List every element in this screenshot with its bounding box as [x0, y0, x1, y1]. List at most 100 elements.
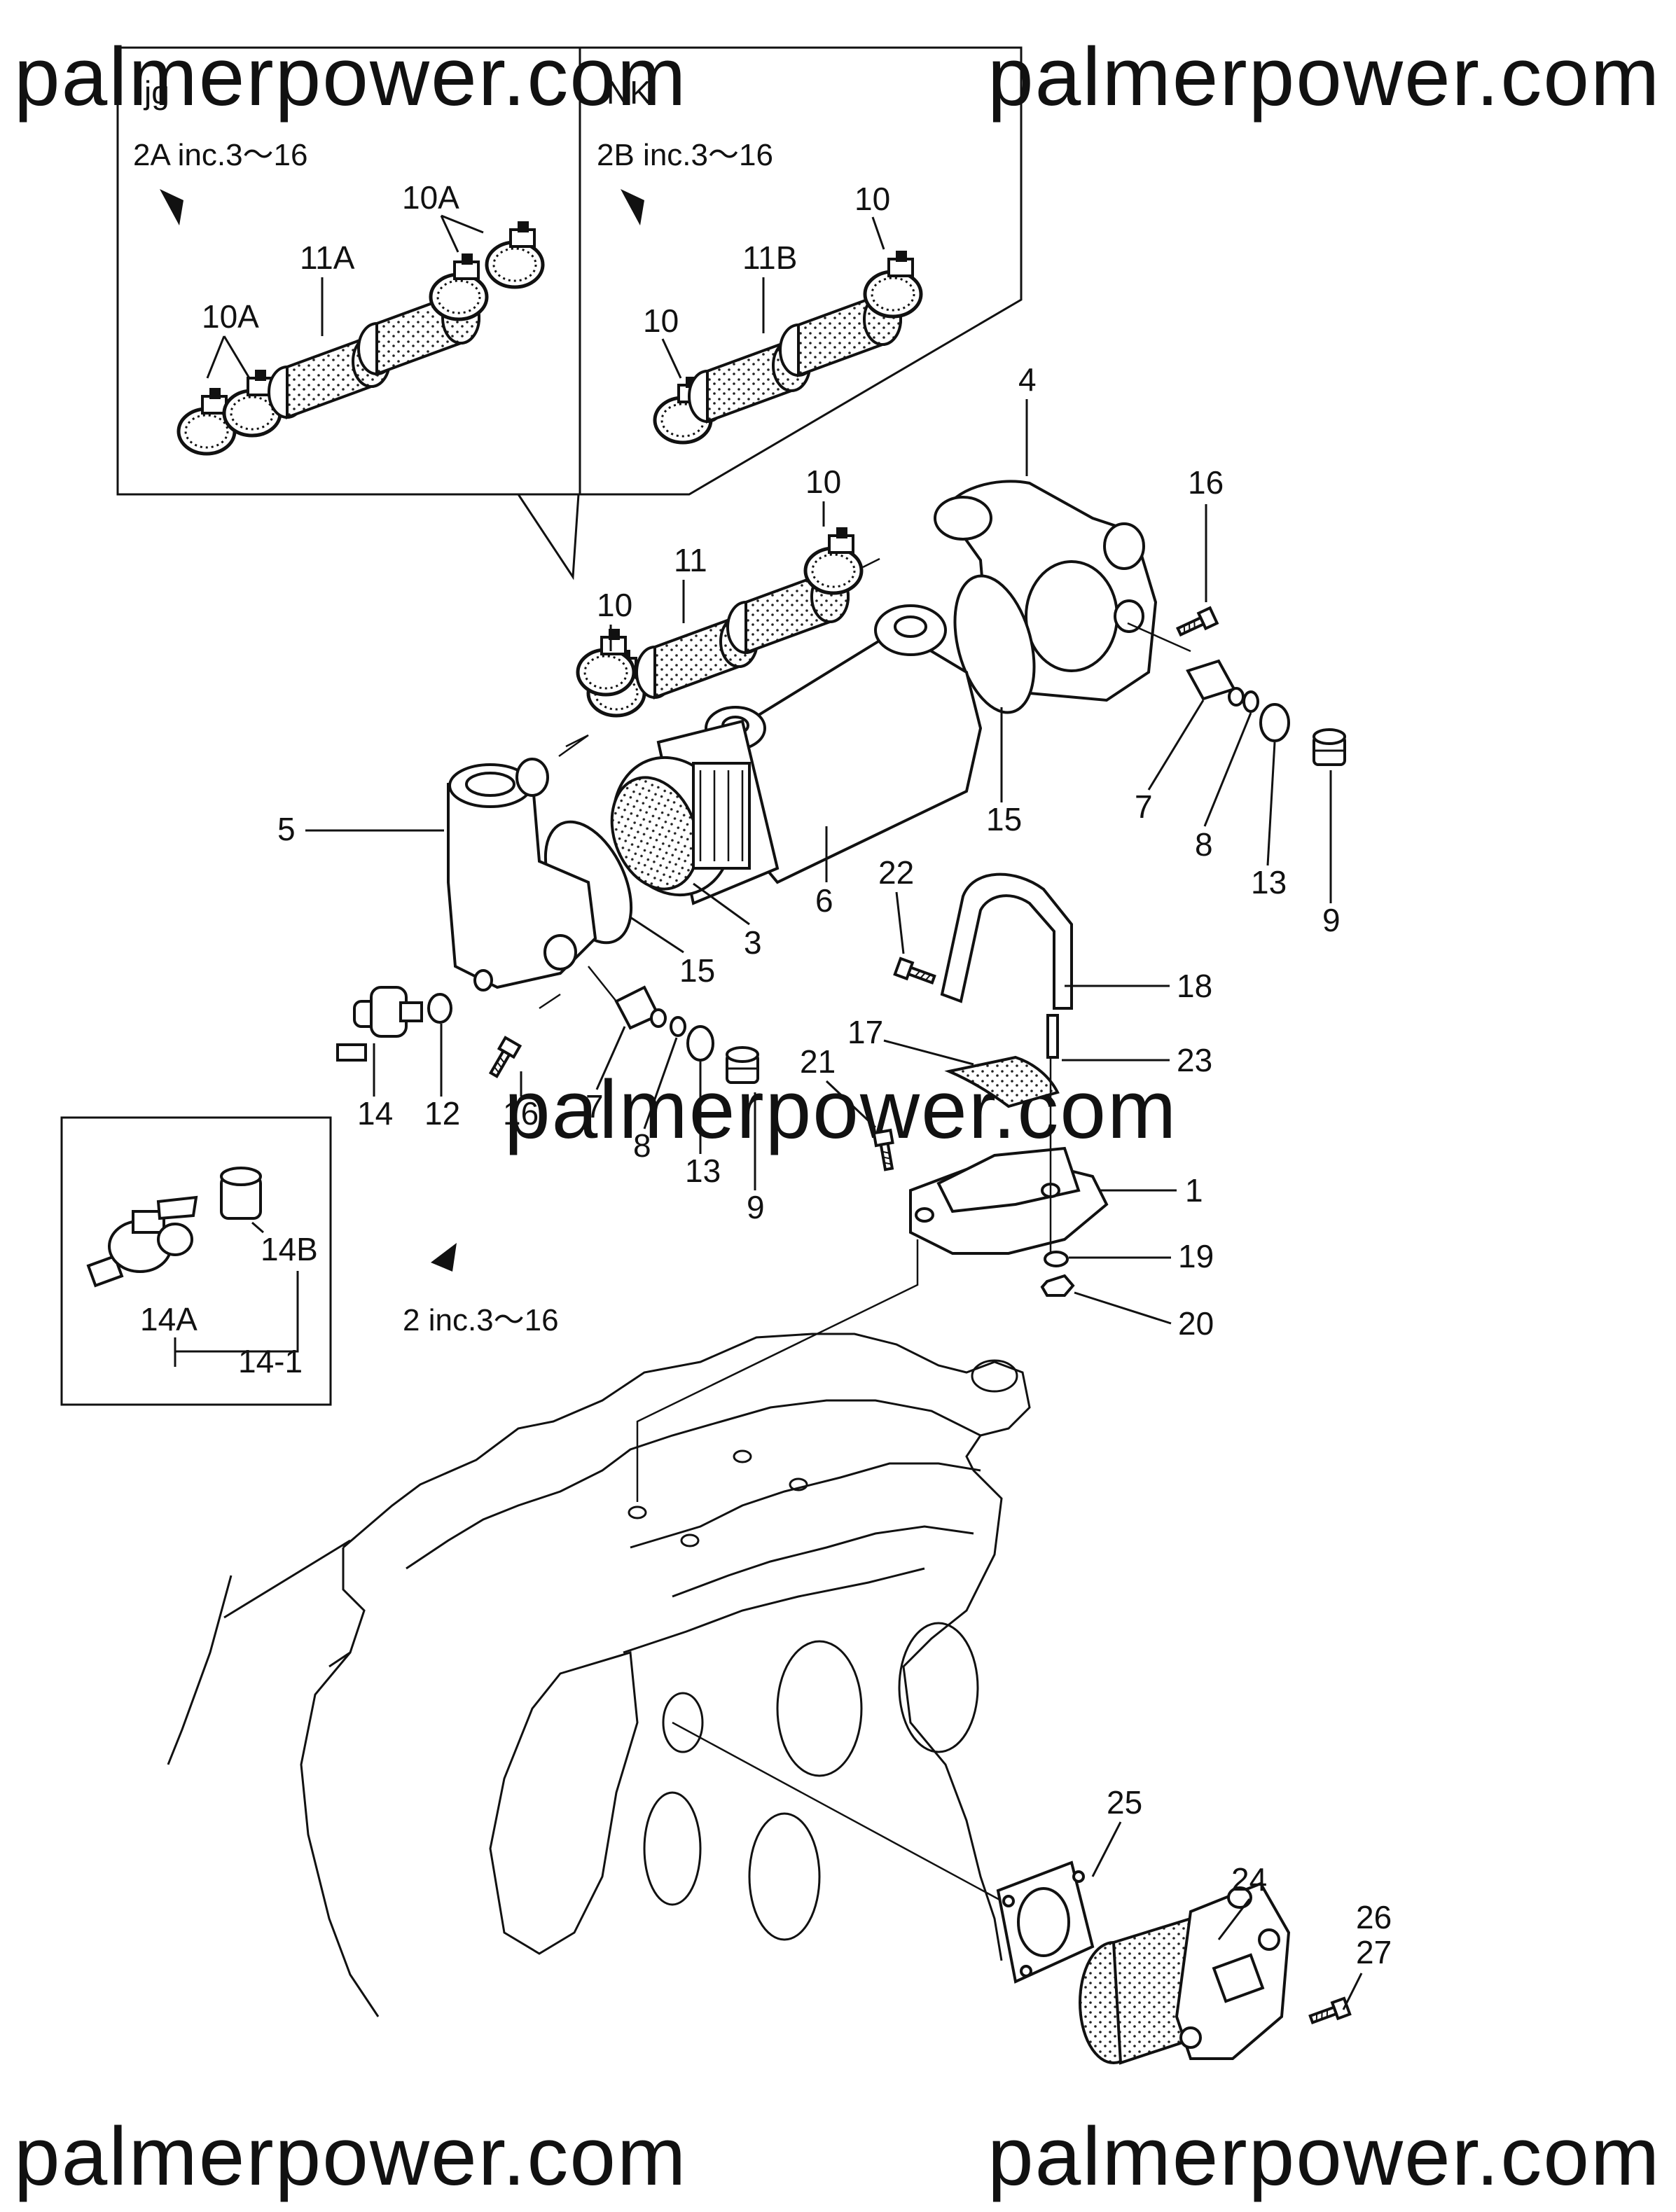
o-ring-15-upper	[953, 574, 1036, 714]
variant-code-nk: NK	[607, 74, 651, 111]
washer-12	[427, 993, 452, 1024]
callout-26: 26	[1356, 1899, 1392, 1935]
adapter-14b	[220, 1167, 262, 1220]
leader-10a-lower	[206, 335, 251, 379]
callout-23: 23	[1177, 1042, 1212, 1078]
plug-9-lower	[726, 1046, 759, 1084]
heat-exchanger-assembly	[336, 480, 1346, 1084]
callout-20: 20	[1178, 1305, 1214, 1342]
watermark-top-right: palmerpower.com	[988, 31, 1661, 123]
washer-8-upper	[1242, 690, 1259, 713]
hose-assembly-11a	[179, 221, 543, 454]
variant-inset-frame	[116, 46, 1023, 580]
nut-20	[1040, 1274, 1075, 1297]
callout-7-lower: 7	[586, 1088, 604, 1125]
pump-24	[1079, 1881, 1291, 2065]
drain-valve-14a	[86, 1195, 198, 1288]
callout-16-lower: 16	[503, 1095, 539, 1132]
callout-13-lower: 13	[685, 1153, 721, 1189]
pad-17	[944, 1055, 1060, 1108]
callout-8-upper: 8	[1195, 826, 1213, 863]
drain-cock-14	[336, 986, 423, 1062]
callout-24: 24	[1231, 1861, 1267, 1898]
mount-leader-line	[636, 1239, 919, 1502]
plate-leader-line	[672, 1721, 1009, 1906]
center-line-lower	[539, 966, 617, 1010]
hose-route-line	[558, 557, 880, 758]
label-11b: 11B	[742, 239, 797, 276]
gasket-13-upper	[1259, 703, 1290, 742]
callout-17: 17	[847, 1014, 883, 1050]
arrow-marker-icon	[160, 189, 183, 225]
callout-14: 14	[357, 1095, 393, 1132]
washer-8-lower	[670, 1016, 686, 1037]
label-10a-upper: 10A	[402, 179, 459, 216]
anode-7-upper	[1186, 659, 1245, 707]
label-14a: 14A	[140, 1301, 198, 1337]
strap-18	[940, 872, 1073, 1010]
watermark-middle: palmerpower.com	[504, 1064, 1177, 1156]
callout-11: 11	[674, 542, 707, 578]
hose-assembly-11b	[655, 251, 921, 443]
watermark-bottom-left: palmerpower.com	[14, 2110, 687, 2203]
callout-9-lower: 9	[747, 1189, 765, 1225]
callout-21: 21	[800, 1043, 836, 1080]
main-note: 2 inc.3〜16	[403, 1303, 559, 1337]
valve-inset-frame	[60, 1116, 332, 1406]
valve-inset: 14B 14A 14-1	[60, 1116, 332, 1406]
leader-10a-upper	[440, 214, 484, 253]
callout-15-upper: 15	[986, 801, 1022, 837]
callouts: 4 16 10 11 10 5 15 6 3 15 7 8 13 9 22 18…	[277, 361, 1392, 2010]
callout-15-lower: 15	[679, 952, 715, 989]
variant-note-2b: 2B inc.3〜16	[597, 138, 773, 172]
washer-19	[1044, 1251, 1069, 1267]
bracket-14-1	[174, 1271, 299, 1367]
arrow-marker-icon	[431, 1243, 457, 1272]
callout-9-upper: 9	[1322, 902, 1341, 938]
label-11a: 11A	[300, 239, 355, 276]
callout-27: 27	[1356, 1934, 1392, 1970]
anode-7-lower	[614, 985, 667, 1030]
stud-23	[1046, 1014, 1059, 1059]
callout-18: 18	[1177, 968, 1212, 1004]
end-cover-5	[447, 758, 597, 992]
label-14-1: 14-1	[238, 1343, 303, 1379]
label-10a-lower: 10A	[202, 298, 259, 335]
callout-4: 4	[1018, 361, 1037, 398]
callout-25: 25	[1107, 1784, 1142, 1821]
callout-13-upper: 13	[1251, 864, 1287, 900]
arrow-marker-icon	[621, 189, 644, 225]
leader-14b	[251, 1221, 264, 1234]
callout-10-upper: 10	[805, 464, 841, 500]
engine-block	[167, 1333, 1031, 2017]
callout-7-upper: 7	[1135, 788, 1153, 825]
bolt-26-27	[1307, 1996, 1352, 2029]
callout-22: 22	[878, 854, 914, 891]
leader-10-left	[661, 338, 682, 379]
mount-1	[909, 1057, 1109, 1260]
variant-code-jg: jg	[143, 74, 169, 111]
variant-inset: jg 2A inc.3〜16 10A 11A 10A NK 2B inc.3〜1…	[116, 46, 1023, 580]
callout-12: 12	[424, 1095, 460, 1132]
callout-5: 5	[277, 811, 296, 847]
variant-note-2a: 2A inc.3〜16	[133, 138, 308, 172]
plug-9-upper	[1313, 728, 1346, 766]
callout-6: 6	[815, 882, 833, 919]
callout-8-lower: 8	[633, 1127, 651, 1164]
label-10-right: 10	[854, 181, 890, 217]
end-cover-4	[934, 480, 1158, 702]
callout-10-lower: 10	[597, 587, 632, 623]
label-10-left: 10	[643, 302, 679, 339]
callout-19: 19	[1178, 1238, 1214, 1274]
label-14b: 14B	[261, 1231, 318, 1267]
tube-bundle-3	[610, 756, 751, 897]
leader-10-right	[871, 216, 885, 250]
sea-water-pump-group	[996, 1860, 1352, 2065]
bracket-group	[872, 872, 1109, 1297]
callout-1: 1	[1185, 1172, 1203, 1209]
callout-3: 3	[744, 924, 762, 961]
watermark-bottom-right: palmerpower.com	[988, 2110, 1661, 2203]
center-line-upper	[1127, 622, 1191, 653]
bolt-16-upper	[1174, 606, 1219, 641]
